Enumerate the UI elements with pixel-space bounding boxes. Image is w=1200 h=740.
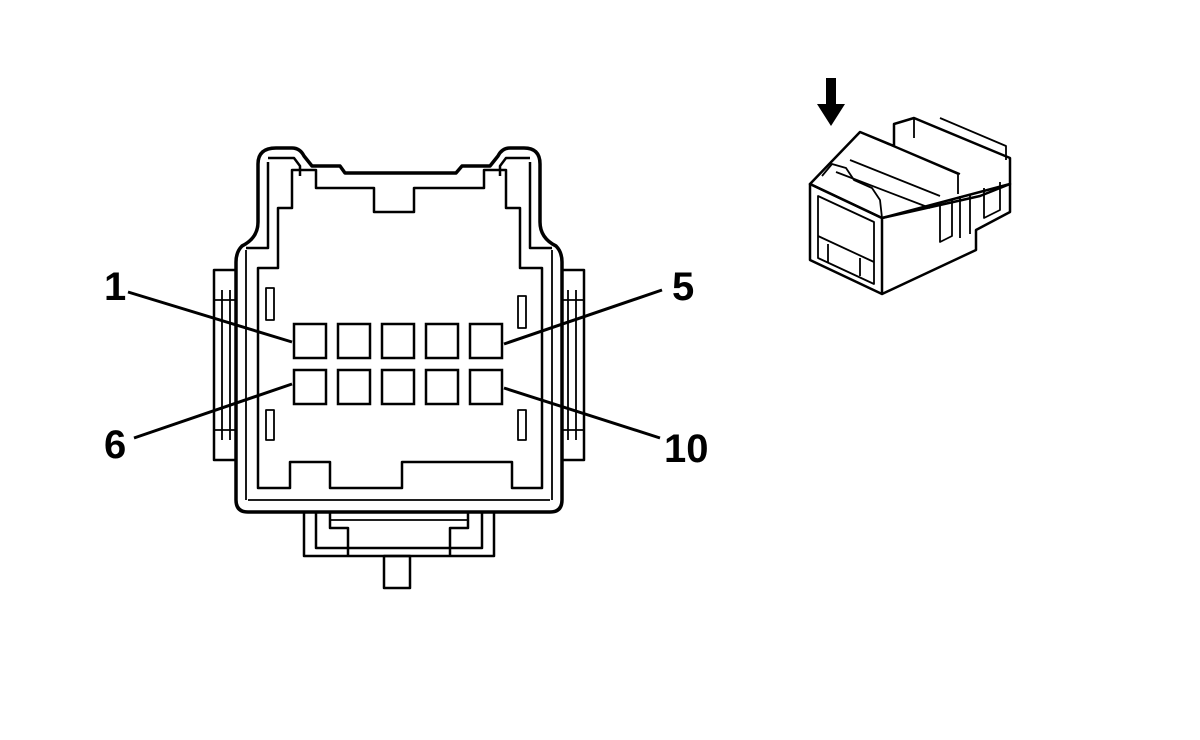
leader-pin-5 [503,288,663,346]
pin-label-10: 10 [664,427,709,471]
leader-pin-6 [133,382,293,440]
pin-label-1: 1 [104,265,126,309]
latch-slots [245,250,553,501]
cavity-4 [424,322,460,360]
cavity-7 [336,368,372,406]
connector-face-view: 1 5 6 10 [104,146,709,590]
cavity-6 [292,368,328,406]
pin-leaders [127,288,663,440]
pin-label-6: 6 [104,423,126,467]
housing-rim [246,156,552,250]
cavity-1 [292,322,328,360]
cavity-9 [424,368,460,406]
leader-pin-1 [127,290,293,344]
cavity-8 [380,368,416,406]
connector-3d-icon [808,116,1012,296]
leader-pin-10 [503,386,661,440]
inner-cavity-wall [256,168,544,490]
cavity-row-bottom [292,368,504,406]
pin-label-5: 5 [672,265,694,309]
bottom-locking-tab [302,512,496,590]
cavity-10 [468,368,504,406]
down-arrow-icon [817,78,845,126]
cavity-3 [380,322,416,360]
cavity-2 [336,322,372,360]
cavity-row-top [292,322,504,360]
cavity-5 [468,322,504,360]
